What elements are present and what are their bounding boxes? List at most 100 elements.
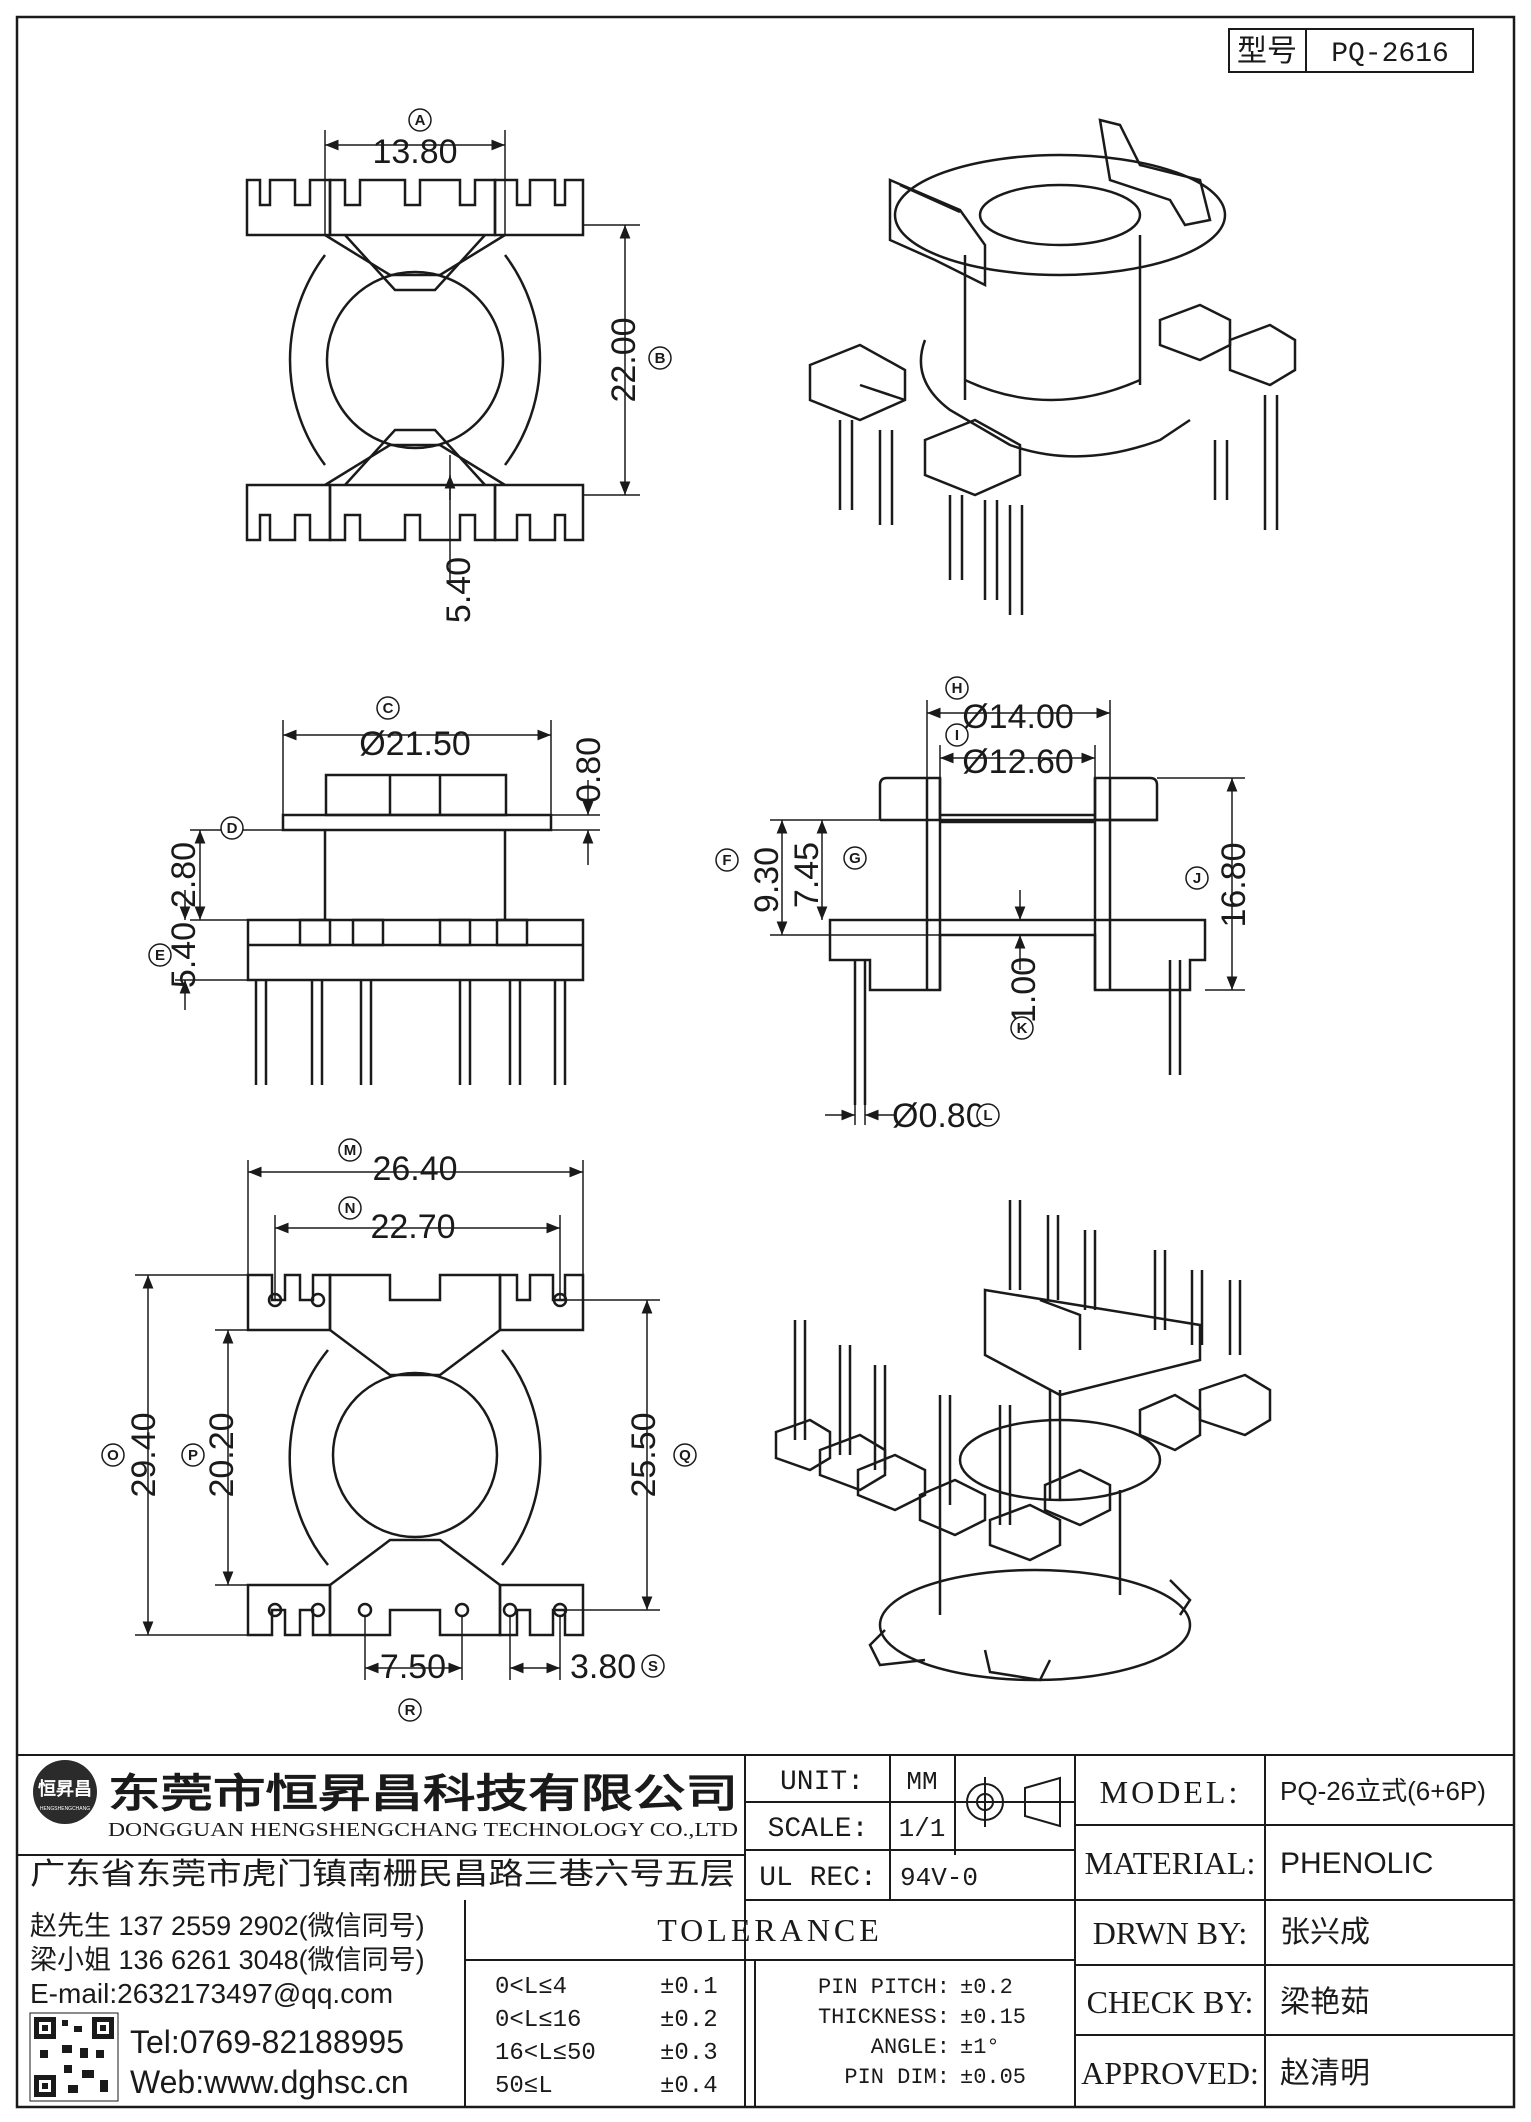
dim-I-value: Ø12.60: [962, 743, 1074, 781]
dim-F-marker: F: [715, 848, 739, 872]
qr-code-icon: [29, 2012, 119, 2102]
contact-web: Web:www.dghsc.cn: [130, 2064, 409, 2100]
tol-other-value-1: ±0.15: [960, 2005, 1026, 2030]
check-label: CHECK BY:: [1087, 1984, 1254, 2020]
sheet-border: [15, 15, 1516, 2109]
tol-other-value-2: ±1°: [960, 2035, 1000, 2060]
dim-J-value: 16.80: [1215, 842, 1253, 927]
dim-H-value: Ø14.00: [962, 698, 1074, 736]
side-view: [246, 773, 585, 1085]
dim-Q-value: 25.50: [625, 1412, 663, 1497]
company-name-en: DONGGUAN HENGSHENGCHANG TECHNOLOGY CO.,L…: [108, 1819, 738, 1841]
dim-O-value: 29.40: [125, 1412, 163, 1497]
unit-value: MM: [906, 1767, 937, 1797]
approved-value: 赵清明: [1280, 2057, 1370, 2090]
dim-K-marker: K: [1010, 1016, 1034, 1040]
dim-M-value: 26.40: [372, 1150, 457, 1188]
tol-value-3: ±0.4: [660, 2073, 718, 2100]
bottom-view-dims: [135, 1160, 660, 1680]
scale-value: 1/1: [899, 1814, 946, 1844]
svg-text:P: P: [188, 1447, 198, 1464]
dim-J-marker: J: [1185, 866, 1209, 890]
svg-text:G: G: [849, 850, 861, 867]
tol-other-value-3: ±0.05: [960, 2065, 1026, 2090]
dim-G-marker: G: [843, 846, 867, 870]
dim-D-value: 2.80: [165, 842, 203, 908]
contact-email: E-mail:2632173497@qq.com: [30, 1978, 393, 2009]
dim-H-marker: H: [945, 676, 969, 700]
company-logo: 恒昇昌 HENGSHENGCHANG: [33, 1760, 97, 1824]
svg-text:J: J: [1193, 870, 1201, 887]
dim-gap-value: 5.40: [440, 557, 478, 623]
svg-text:I: I: [955, 727, 959, 744]
bottom-view: [246, 1273, 585, 1637]
drawn-label: DRWN BY:: [1093, 1915, 1247, 1951]
dim-R-marker: R: [398, 1698, 422, 1722]
tolerance-table: 0<L≤4 ±0.1 0<L≤16 ±0.2 16<L≤50 ±0.3 50≤L…: [495, 1974, 718, 2100]
model-label: MODEL:: [1100, 1774, 1241, 1810]
dim-P-marker: P: [181, 1443, 205, 1467]
dim-N-value: 22.70: [370, 1208, 455, 1246]
tol-other-label-3: PIN DIM:: [844, 2065, 950, 2090]
dim-A-value: 13.80: [372, 133, 457, 171]
section-view: [828, 776, 1207, 1105]
scale-label: SCALE:: [768, 1814, 869, 1845]
dim-O-marker: O: [101, 1443, 125, 1467]
iso-view-top: [808, 118, 1297, 615]
tol-range-0: 0<L≤4: [495, 1974, 567, 2001]
drawn-value: 张兴成: [1280, 1916, 1370, 1949]
model-value: PQ-26立式(6+6P): [1280, 1776, 1486, 1806]
dim-flange-value: 0.80: [570, 737, 608, 803]
svg-text:H: H: [952, 680, 963, 697]
tolerance-title: TOLERANCE: [657, 1912, 883, 1948]
unit-label: UNIT:: [780, 1767, 864, 1798]
dim-P-value: 20.20: [203, 1412, 241, 1497]
approved-label: APPROVED:: [1081, 2055, 1259, 2091]
tol-range-1: 0<L≤16: [495, 2007, 581, 2034]
dim-B-marker: B: [648, 346, 672, 370]
svg-text:F: F: [722, 852, 731, 869]
dim-I-marker: I: [945, 723, 969, 747]
tol-value-2: ±0.3: [660, 2040, 718, 2067]
tol-value-1: ±0.2: [660, 2007, 718, 2034]
svg-text:O: O: [107, 1447, 119, 1464]
svg-text:Q: Q: [679, 1447, 691, 1464]
tol-other-label-1: THICKNESS:: [818, 2005, 950, 2030]
dim-B-value: 22.00: [605, 317, 643, 402]
dim-R-value: 7.50: [380, 1648, 446, 1686]
tol-other-label-0: PIN PITCH:: [818, 1975, 950, 2000]
iso-view-bottom: [774, 1200, 1272, 1682]
dim-Q-marker: Q: [673, 1443, 697, 1467]
dim-K-value: 1.00: [1005, 957, 1043, 1023]
svg-text:HENGSHENGCHANG: HENGSHENGCHANG: [40, 1806, 90, 1812]
svg-text:K: K: [1017, 1020, 1028, 1037]
title-block-lines: [17, 1754, 1514, 2107]
contact-2: 梁小姐 136 6261 3048(微信同号): [30, 1945, 425, 1975]
dim-S-marker: S: [641, 1654, 665, 1678]
check-value: 梁艳茹: [1280, 1986, 1370, 2019]
svg-text:R: R: [405, 1702, 416, 1719]
tol-value-0: ±0.1: [660, 1974, 718, 2001]
top-view-dims: [324, 130, 640, 580]
svg-text:B: B: [655, 350, 666, 367]
dim-E-marker: E: [148, 943, 172, 967]
section-view-dims: [770, 700, 1245, 1125]
svg-text:A: A: [415, 112, 426, 129]
dim-F-value: 9.30: [748, 847, 786, 913]
contact-1: 赵先生 137 2559 2902(微信同号): [30, 1911, 425, 1941]
dim-D-marker: D: [220, 816, 244, 840]
side-view-dims: [175, 720, 600, 1010]
svg-text:恒昇昌: 恒昇昌: [38, 1778, 92, 1799]
dim-L-value: Ø0.80: [892, 1097, 985, 1135]
tolerance-other: PIN PITCH: ±0.2 THICKNESS: ±0.15 ANGLE: …: [818, 1975, 1026, 2090]
svg-text:D: D: [227, 820, 238, 837]
ulrec-label: UL REC:: [759, 1863, 877, 1894]
dim-C-marker: C: [376, 696, 400, 720]
svg-text:L: L: [983, 1107, 992, 1124]
part-number-box: 型号 PQ-2616: [1228, 28, 1474, 73]
tol-other-value-0: ±0.2: [960, 1975, 1013, 2000]
ulrec-value: 94V-0: [900, 1863, 978, 1893]
tol-range-2: 16<L≤50: [495, 2040, 596, 2067]
projection-symbol-icon: [960, 1776, 1061, 1828]
